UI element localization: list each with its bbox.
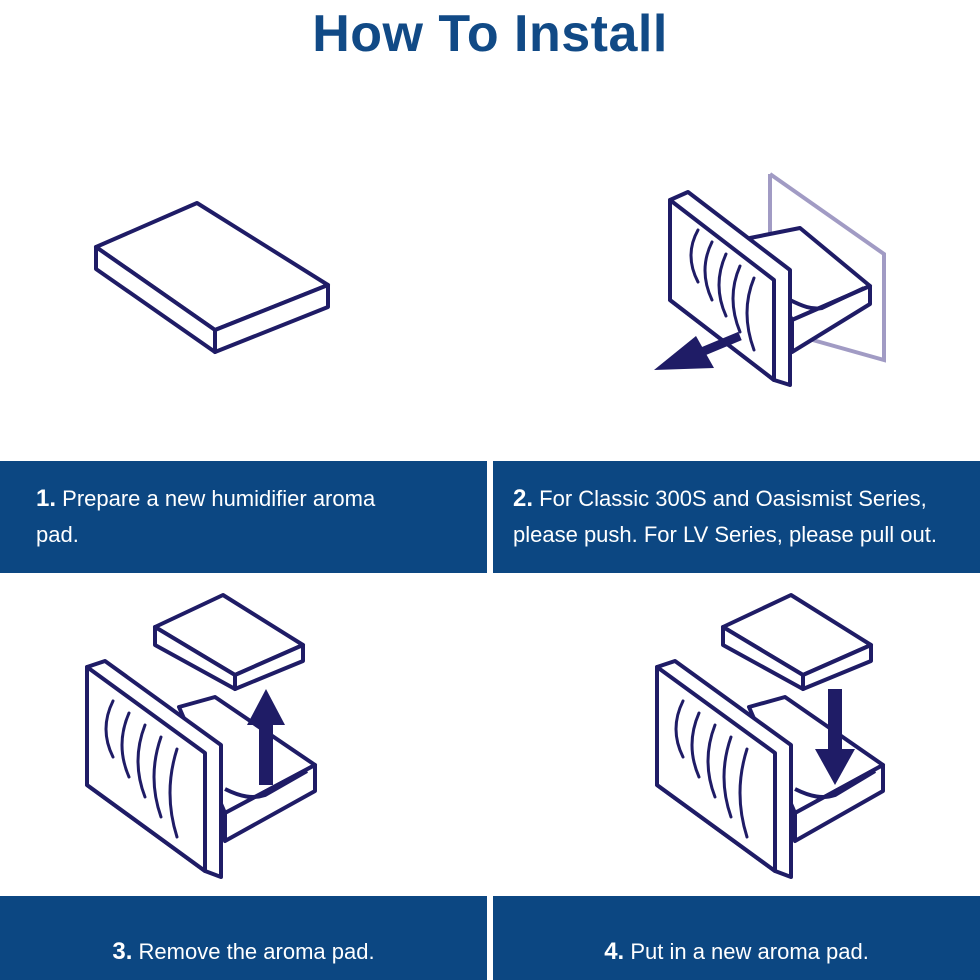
step-text: Remove the aroma pad.	[138, 939, 375, 964]
pad-insert-down-illustration	[655, 593, 885, 879]
page-title: How To Install	[312, 5, 668, 63]
step-text-line-2: please push. For LV Series, please pull …	[513, 522, 937, 547]
step-text: Prepare a new humidifier aroma	[62, 486, 376, 511]
step-number: 2.	[513, 485, 534, 512]
step-number: 1.	[36, 485, 57, 512]
step-3-caption: 3. Remove the aroma pad.	[0, 896, 487, 980]
step-1-caption: 1. Prepare a new humidifier aroma pad.	[0, 461, 487, 573]
tray-pull-out-illustration	[654, 172, 886, 387]
step-text: Put in a new aroma pad.	[630, 939, 869, 964]
step-2-caption: 2. For Classic 300S and Oasismist Series…	[493, 461, 980, 573]
up-arrow-icon	[247, 689, 285, 785]
down-arrow-icon	[815, 689, 855, 785]
step-number: 4.	[604, 938, 625, 965]
pull-out-arrow-icon	[654, 331, 742, 370]
pad-lift-up-illustration	[85, 593, 317, 879]
step-number: 3.	[112, 938, 133, 965]
step-4-caption: 4. Put in a new aroma pad.	[493, 896, 980, 980]
aroma-pad-illustration	[94, 201, 330, 354]
step-text-line-2: pad.	[36, 522, 79, 547]
step-text: For Classic 300S and Oasismist Series,	[539, 486, 927, 511]
